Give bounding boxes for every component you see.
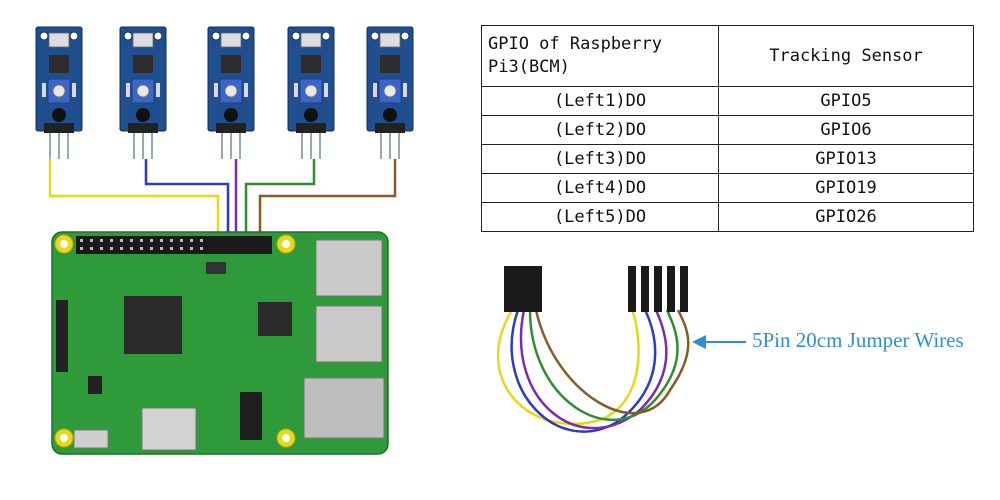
cell-gpio: GPIO26 [718, 202, 974, 232]
table-row: (Left3)DO GPIO13 [481, 144, 974, 174]
tracking-sensor-4 [287, 26, 335, 160]
header-tracking-sensor: Tracking Sensor [718, 25, 974, 87]
jumper-wires-caption: 5Pin 20cm Jumper Wires [752, 328, 964, 352]
table-row: (Left2)DO GPIO6 [481, 115, 974, 145]
cell-sensor-pin: (Left3)DO [481, 144, 719, 174]
cell-gpio: GPIO13 [718, 144, 974, 174]
jumper-male-connectors [628, 266, 688, 312]
tracking-sensor-1 [35, 26, 83, 160]
header-gpio: GPIO of Raspberry Pi3(BCM) [481, 25, 719, 87]
wire-yellow [48, 159, 220, 240]
table-row: (Left1)DO GPIO5 [481, 86, 974, 116]
tracking-sensor-5 [366, 26, 414, 160]
jumper-wires-illustration [496, 309, 690, 433]
wire-blue [144, 159, 230, 240]
gpio-mapping-table: GPIO of Raspberry Pi3(BCM) Tracking Sens… [481, 25, 974, 232]
tracking-sensor-2 [119, 26, 167, 160]
cell-sensor-pin: (Left1)DO [481, 86, 719, 116]
cell-sensor-pin: (Left5)DO [481, 202, 719, 232]
cell-gpio: GPIO5 [718, 86, 974, 116]
wire-green [244, 159, 316, 240]
tracking-sensor-3 [207, 26, 255, 160]
raspberry-pi-board [51, 231, 389, 455]
cell-gpio: GPIO6 [718, 115, 974, 145]
caption-arrow-head [692, 335, 706, 349]
cell-sensor-pin: (Left4)DO [481, 173, 719, 203]
table-row: (Left4)DO GPIO19 [481, 173, 974, 203]
jumper-female-connector [504, 266, 542, 312]
table-header-row: GPIO of Raspberry Pi3(BCM) Tracking Sens… [481, 25, 974, 87]
cell-sensor-pin: (Left2)DO [481, 115, 719, 145]
wire-brown [258, 159, 397, 240]
cell-gpio: GPIO19 [718, 173, 974, 203]
table-row: (Left5)DO GPIO26 [481, 202, 974, 232]
